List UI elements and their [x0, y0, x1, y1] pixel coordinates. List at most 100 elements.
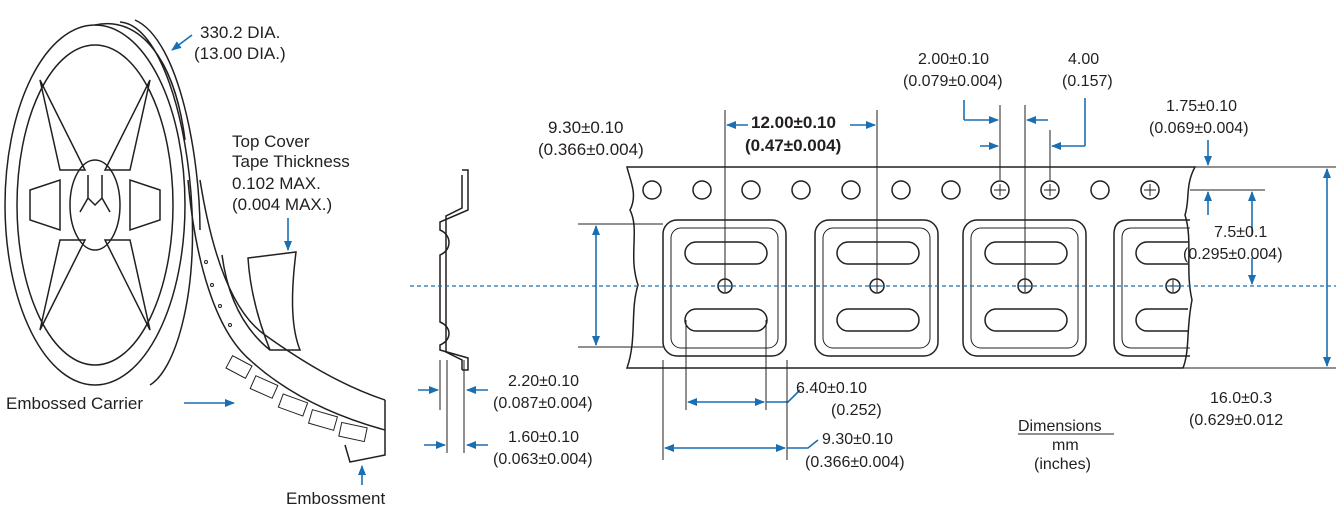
sprocket-hole [891, 180, 911, 200]
sprocket-hole [692, 180, 712, 200]
edge-in: (0.069±0.004) [1149, 120, 1249, 137]
sprocket-hole [941, 180, 961, 200]
pitch-ext [724, 110, 878, 280]
slot-mm: 6.40±0.10 [796, 380, 867, 397]
hole-pitch-mm: 4.00 [1068, 51, 1099, 68]
pocket-slot-bottom [1135, 308, 1188, 332]
depth-in: (0.087±0.004) [493, 395, 593, 412]
sprocket-crosshair [994, 184, 1006, 196]
sprocket-dot [204, 260, 208, 264]
profile-inner [445, 175, 463, 370]
reel-window-3 [39, 239, 87, 331]
reel-back-flange [119, 21, 194, 386]
sprocket-hole [1140, 180, 1160, 200]
cover-label-line4: (0.004 MAX.) [232, 195, 332, 214]
pocket-4-partial [1113, 219, 1190, 357]
depth-mm: 2.20±0.10 [508, 373, 579, 390]
pocket-slot-top [1135, 241, 1188, 265]
cover-label-line1: Top Cover [232, 132, 310, 151]
cover-label-line2: Tape Thickness [232, 152, 350, 171]
center-mm: 7.5±0.1 [1214, 224, 1267, 241]
legend-unit-alt: (inches) [1034, 456, 1091, 473]
edge-mm: 1.75±0.10 [1166, 98, 1237, 115]
pocket-3 [277, 393, 309, 417]
cover-label-line3: 0.102 MAX. [232, 174, 321, 193]
sprocket-crosshair [1144, 184, 1156, 196]
pitch-mm: 12.00±0.10 [751, 113, 836, 132]
offset-ext [999, 105, 1026, 280]
sprocket-hole [741, 180, 761, 200]
reel-hub-slot [79, 175, 111, 213]
reel-hub [69, 159, 121, 251]
thick-in: (0.063±0.004) [493, 451, 593, 468]
reel-window-5 [29, 178, 61, 232]
pocket-w-leader [787, 439, 819, 449]
edge-ext [1190, 166, 1336, 191]
pocket-w-in: (0.366±0.004) [805, 454, 905, 471]
pocket-slot-top [684, 241, 768, 265]
offset-mm: 2.00±0.10 [918, 51, 989, 68]
offset-in: (0.079±0.004) [903, 73, 1003, 90]
reel-window-4 [103, 239, 151, 331]
pocket-slot-bottom [684, 308, 768, 332]
pocket-slot-top [836, 241, 920, 265]
pocket-w-mm: 9.30±0.10 [822, 431, 893, 448]
sprocket-dot [218, 304, 222, 308]
reel-drawing [4, 19, 201, 386]
carrier-label: Embossed Carrier [6, 394, 143, 413]
pocket-h-ext [578, 223, 663, 348]
sprocket-hole [1040, 180, 1060, 200]
sprocket-dot [228, 323, 232, 327]
pocket-1 [225, 354, 253, 380]
slot-in: (0.252) [831, 402, 882, 419]
sprocket-dot [210, 283, 214, 287]
legend-title: Dimensions [1018, 418, 1102, 435]
reel-window-1 [39, 79, 87, 171]
width-in: (0.629±0.012 [1189, 412, 1283, 429]
pitch-label-bg [748, 112, 850, 152]
reel-dia-in: (13.00 DIA.) [194, 44, 286, 63]
reel-inner-rim [16, 44, 174, 366]
sprocket-hole [791, 180, 811, 200]
cover-tape-peel [247, 251, 302, 351]
profile-outline [439, 169, 469, 371]
sprocket-hole [642, 180, 662, 200]
reel-window-6 [129, 178, 161, 232]
pocket-slot-top [984, 241, 1068, 265]
tape-strip-drawing [187, 179, 386, 463]
pocket-w-ext [662, 360, 788, 460]
width-mm: 16.0±0.3 [1210, 390, 1272, 407]
reel-back-flange-edge [134, 19, 201, 231]
cover-tape-left [221, 254, 271, 351]
sprocket-hole [841, 180, 861, 200]
embossment-label: Embossment [286, 489, 385, 508]
pocket-slot-bottom [836, 308, 920, 332]
reel-dia-arrow [171, 34, 193, 51]
center-in: (0.295±0.004) [1183, 246, 1283, 263]
pocket-outer [1113, 219, 1190, 357]
pocket-inner [1121, 227, 1190, 349]
tape-top-view [625, 166, 1197, 369]
tape-outline [625, 166, 1197, 369]
pocket-slot-bottom [984, 308, 1068, 332]
hole-pitch-in: (0.157) [1062, 73, 1113, 90]
reel-dia-mm: 330.2 DIA. [200, 23, 280, 42]
slot-ext [685, 320, 767, 410]
tape-end [344, 400, 386, 463]
thick-mm: 1.60±0.10 [508, 429, 579, 446]
slot-leader [766, 389, 801, 403]
sprocket-hole [990, 180, 1010, 200]
pocket-2 [249, 375, 279, 399]
pitch-in: (0.47±0.004) [745, 136, 841, 155]
tape-profile-view [439, 169, 469, 371]
pocket-5 [338, 421, 368, 443]
sprocket-crosshair [1044, 184, 1056, 196]
legend-unit: mm [1052, 437, 1079, 454]
reel-window-2 [103, 79, 151, 171]
carrier-tape-edge-1 [187, 179, 386, 431]
pocket-h-in: (0.366±0.004) [538, 140, 644, 159]
pocket-4 [307, 409, 339, 431]
pocket-h-mm: 9.30±0.10 [548, 118, 624, 137]
